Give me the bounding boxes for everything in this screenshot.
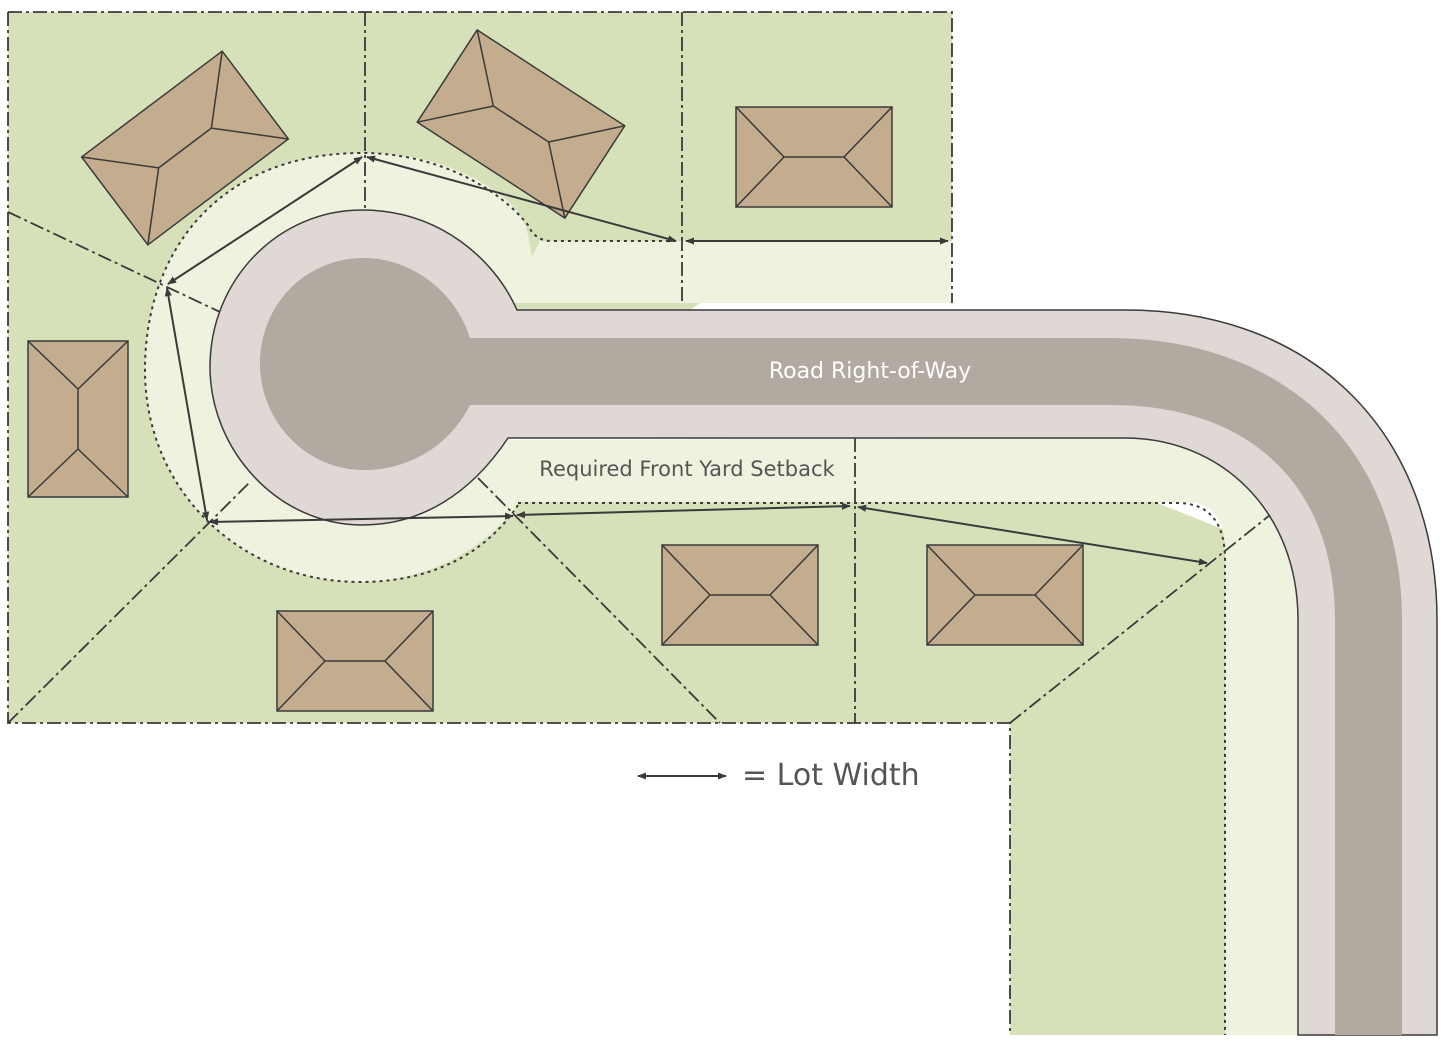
lot-width-arrow [857, 504, 1208, 566]
road-label: Road Right-of-Way [769, 359, 971, 384]
houses [27, 28, 1084, 712]
lot-width-arrow [164, 287, 210, 521]
lot-width-arrow [516, 502, 851, 519]
lot-line-5 [477, 477, 721, 724]
lot-width-arrow [209, 512, 514, 526]
setback-line-bottom [518, 502, 1226, 1035]
lot-outer-top [8, 11, 953, 303]
setback-label: Required Front Yard Setback [539, 457, 835, 481]
lot-width-arrow [167, 156, 363, 285]
house-icon [735, 106, 893, 208]
lot-width-arrows [164, 155, 1208, 566]
lot-line-7 [1009, 514, 1271, 724]
lot-width-arrow [366, 155, 677, 243]
pavement [260, 258, 1402, 1035]
house-icon [661, 544, 819, 646]
lot-lines [7, 11, 1271, 1035]
house-icon [276, 610, 434, 712]
lot-outer-left [7, 12, 1011, 1035]
setback-line [143, 151, 1226, 1035]
house-icon [926, 544, 1084, 646]
setback-strip-top [510, 241, 952, 303]
house-icon [27, 340, 129, 498]
legend: = Lot Width [637, 758, 920, 793]
setback-line-circle [143, 151, 680, 584]
legend-label: = Lot Width [742, 758, 920, 793]
